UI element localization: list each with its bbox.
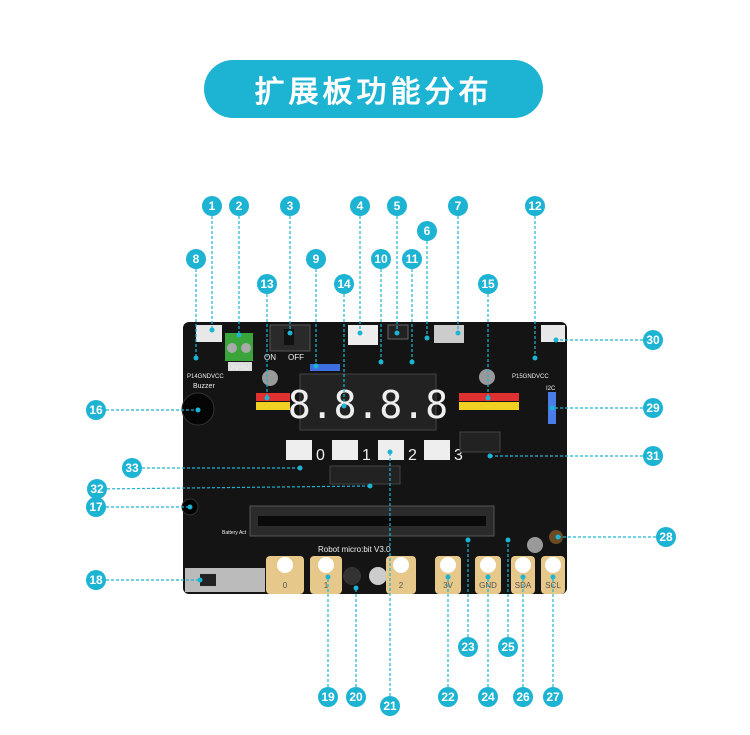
callout-marker: 17 (86, 497, 106, 517)
callout-marker: 32 (87, 479, 107, 499)
callout-marker: 10 (371, 249, 391, 269)
callout-number: 18 (89, 573, 103, 587)
callout-number: 11 (406, 252, 419, 266)
callout-number: 20 (349, 690, 363, 704)
i2c-label: I2C (546, 386, 556, 392)
power-range-label: 3V-5V (230, 365, 249, 372)
callout-number: 27 (546, 690, 560, 704)
buzzer-label: Buzzer (193, 383, 215, 390)
callout-number: 2 (236, 199, 243, 213)
usb-port (434, 325, 464, 343)
callout-marker: 20 (346, 687, 366, 707)
callout-number: 25 (501, 640, 515, 654)
callout-marker: 9 (306, 249, 326, 269)
callout-marker: 21 (380, 696, 400, 716)
callout-marker: 22 (438, 687, 458, 707)
callout-marker: 33 (122, 458, 142, 478)
callout-number: 7 (455, 199, 462, 213)
callout-marker: 2 (229, 196, 249, 216)
p15-label: P15GNDVCC (512, 374, 549, 380)
edge-pin-label: 0 (283, 581, 288, 590)
callout-marker: 16 (86, 400, 106, 420)
callout-number: 24 (481, 690, 495, 704)
seven-segment-display (299, 373, 437, 431)
button-0[interactable] (286, 440, 312, 460)
callout-number: 3 (287, 199, 294, 213)
off-label: OFF (288, 353, 304, 362)
callout-number: 32 (90, 482, 104, 496)
edge-pin (266, 556, 304, 594)
callout-number: 16 (89, 403, 103, 417)
button-3[interactable] (424, 440, 450, 460)
callout-marker: 30 (643, 330, 663, 350)
callout-marker: 5 (387, 196, 407, 216)
display-digits: 8.8.8.8 (288, 383, 448, 427)
callout-number: 1 (209, 199, 216, 213)
leader-lines (96, 206, 666, 706)
callout-number: 19 (321, 690, 335, 704)
callout-marker: 3 (280, 196, 300, 216)
button-number: 2 (408, 447, 417, 464)
callout-marker: 26 (513, 687, 533, 707)
callout-marker: 13 (257, 274, 277, 294)
callout-marker: 6 (417, 221, 437, 241)
callout-marker: 19 (318, 687, 338, 707)
button-number: 3 (454, 447, 463, 464)
connector-4 (348, 325, 378, 345)
callout-number: 22 (441, 690, 455, 704)
callout-marker: 4 (350, 196, 370, 216)
button-number: 0 (316, 447, 325, 464)
button-number: 1 (362, 447, 371, 464)
callout-number: 33 (125, 461, 139, 475)
edge-pin (310, 556, 342, 594)
button-1[interactable] (332, 440, 358, 460)
callout-marker: 8 (186, 249, 206, 269)
callout-marker: 28 (656, 527, 676, 547)
connector-p14 (196, 325, 222, 342)
callout-number: 26 (516, 690, 530, 704)
callout-number: 14 (337, 277, 351, 291)
callout-number: 9 (313, 252, 320, 266)
callout-number: 23 (461, 640, 475, 654)
callout-number: 8 (193, 252, 200, 266)
battery-label: Battery Act (222, 530, 247, 536)
callout-marker: 14 (334, 274, 354, 294)
callout-number: 31 (646, 449, 660, 463)
callout-number: 17 (89, 500, 103, 514)
callout-number: 13 (260, 277, 274, 291)
callout-marker: 25 (498, 637, 518, 657)
leader-line (96, 485, 371, 490)
expansion-board: 3V-5V ON OFF P14GNDVCC P15GNDVCC Buzzer … (181, 322, 567, 594)
callout-number: 6 (424, 224, 431, 238)
callout-number: 30 (646, 333, 660, 347)
callout-marker: 27 (543, 687, 563, 707)
callout-marker: 29 (643, 398, 663, 418)
callout-marker: 7 (448, 196, 468, 216)
callout-number: 29 (646, 401, 660, 415)
connector-30 (541, 325, 565, 342)
callout-marker: 24 (478, 687, 498, 707)
edge-pin-label: 1 (324, 581, 329, 590)
callout-marker: 18 (86, 570, 106, 590)
callout-number: 15 (481, 277, 495, 291)
callout-number: 28 (659, 530, 673, 544)
edge-pin-label: 2 (399, 581, 404, 590)
callout-marker: 1 (202, 196, 222, 216)
callout-marker: 31 (643, 446, 663, 466)
callout-number: 21 (383, 699, 397, 713)
callout-marker: 11 (402, 249, 422, 269)
callout-number: 4 (357, 199, 364, 213)
page-title: 扩展板功能分布 (204, 60, 543, 118)
callout-marker: 15 (478, 274, 498, 294)
callout-marker: 12 (525, 196, 545, 216)
callout-number: 10 (374, 252, 388, 266)
on-label: ON (264, 353, 276, 362)
blue-pin-header (310, 364, 340, 371)
callout-number: 12 (528, 199, 542, 213)
callout-marker: 23 (458, 637, 478, 657)
callout-number: 5 (394, 199, 401, 213)
p14-label: P14GNDVCC (187, 374, 224, 380)
board-version-label: Robot micro:bit V3.0 (318, 545, 391, 554)
